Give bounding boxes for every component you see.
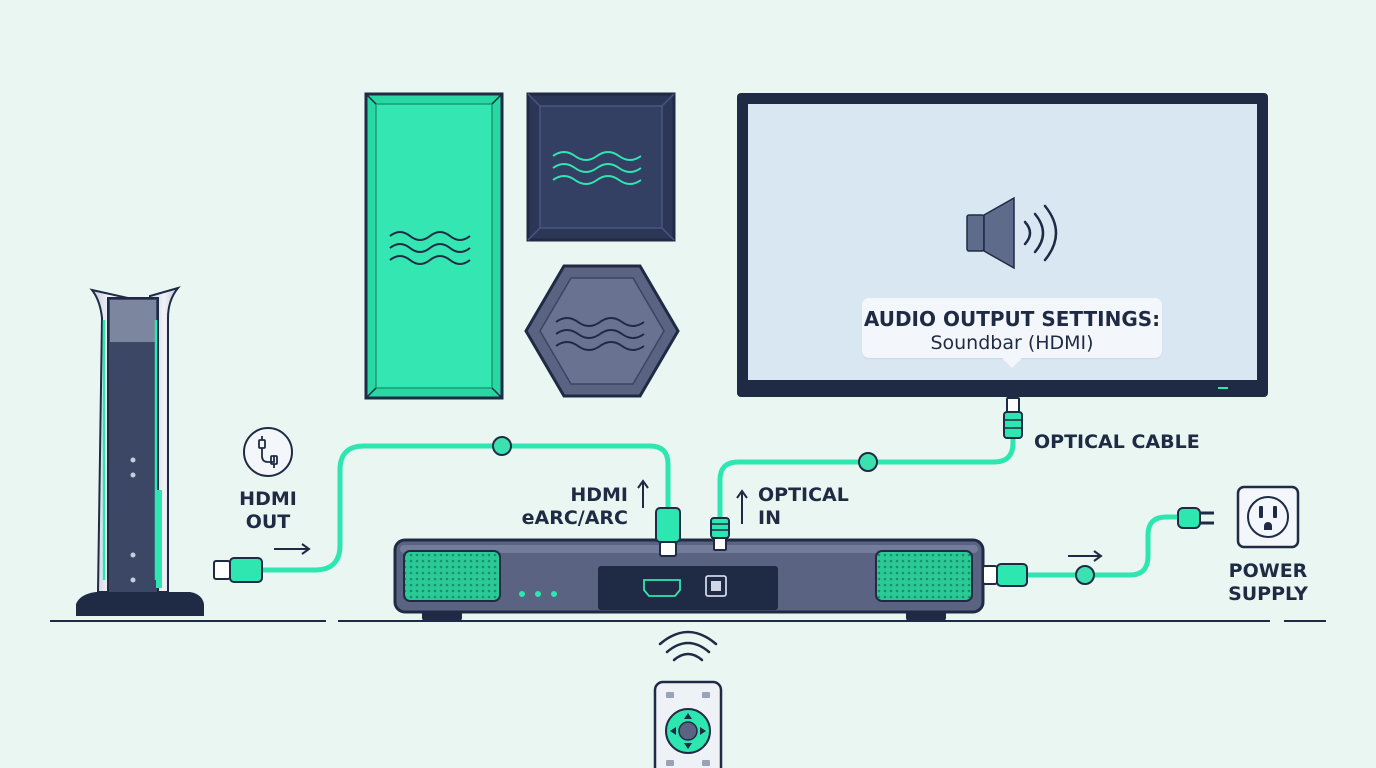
hdmi-plug [655,507,681,557]
hdmi-port-icon [643,579,681,597]
sound-wave-icon [389,231,471,265]
arrow-right-icon [1068,550,1103,562]
label-optical-in: OPTICAL IN [758,484,849,529]
acoustic-panel-tall [364,92,504,400]
remote-control-icon [653,630,723,768]
game-console-icon [76,286,204,616]
power-plug-icon [1177,507,1214,529]
hdmi-cable-console [259,436,671,573]
hdmi-cable-icon [243,427,293,477]
sound-wave-icon [555,317,645,351]
label-hdmi-out: HDMI OUT [239,488,297,533]
optical-cable [717,433,1016,521]
optical-plug-tv [1003,397,1023,439]
soundbar [393,538,985,621]
acoustic-panel-square [526,92,676,242]
power-cable [1023,514,1183,585]
label-optical-cable: OPTICAL CABLE [1034,431,1200,453]
power-connector [982,563,1028,587]
acoustic-panel-hexagon [524,264,680,398]
arrow-right-icon [274,543,311,555]
label-hdmi-earc: HDMI eARC/ARC [521,484,628,529]
audio-settings-value: Soundbar (HDMI) [930,332,1094,354]
optical-port-icon [705,575,727,597]
arrow-up-icon [637,479,649,508]
optical-plug [710,517,730,551]
power-outlet-icon [1236,485,1300,549]
arrow-up-icon [736,489,748,524]
audio-settings-callout: AUDIO OUTPUT SETTINGS: Soundbar (HDMI) [862,298,1162,368]
sound-wave-icon [552,151,642,185]
audio-settings-title: AUDIO OUTPUT SETTINGS: [863,307,1161,331]
speaker-volume-icon [966,196,1058,270]
label-power-supply: POWER SUPPLY [1228,560,1308,605]
hdmi-connector [213,557,263,583]
